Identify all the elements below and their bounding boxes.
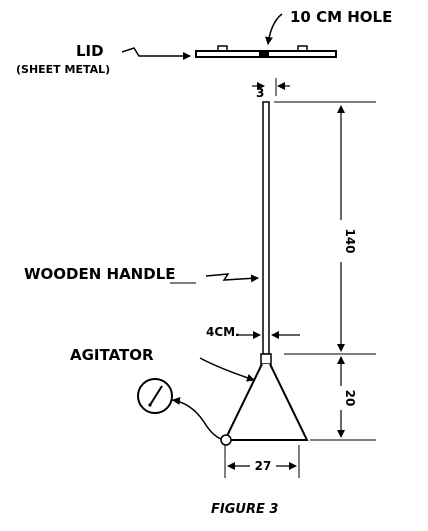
lid-plate xyxy=(195,45,337,58)
lid-label: LID xyxy=(76,42,104,60)
wooden-handle-leader-arrow xyxy=(205,273,259,283)
gauge-arrow-tip xyxy=(172,397,181,405)
hole-label: 10 CM HOLE xyxy=(290,8,392,26)
gauge-cable xyxy=(171,399,225,441)
cone-height-value: 20 xyxy=(343,390,357,407)
lid-gap-value: 3 xyxy=(256,86,264,100)
agitator-cone xyxy=(223,353,309,441)
figure-caption: FIGURE 3 xyxy=(211,502,278,517)
wooden-handle xyxy=(262,101,270,355)
handle-width-label: 4CM. xyxy=(206,325,240,339)
hole-leader-arrow xyxy=(265,13,283,45)
sensor-node xyxy=(220,434,232,446)
lid-material-label: (SHEET METAL) xyxy=(16,63,110,76)
agitator-label: AGITATOR xyxy=(70,346,154,364)
lid-leader-arrow xyxy=(121,47,191,60)
agitator-leader-arrow xyxy=(199,357,255,382)
handle-length-value: 140 xyxy=(343,228,357,253)
cone-base-value: 27 xyxy=(255,459,272,473)
wooden-handle-label: WOODEN HANDLE xyxy=(24,265,176,283)
gauge-icon xyxy=(137,378,173,414)
